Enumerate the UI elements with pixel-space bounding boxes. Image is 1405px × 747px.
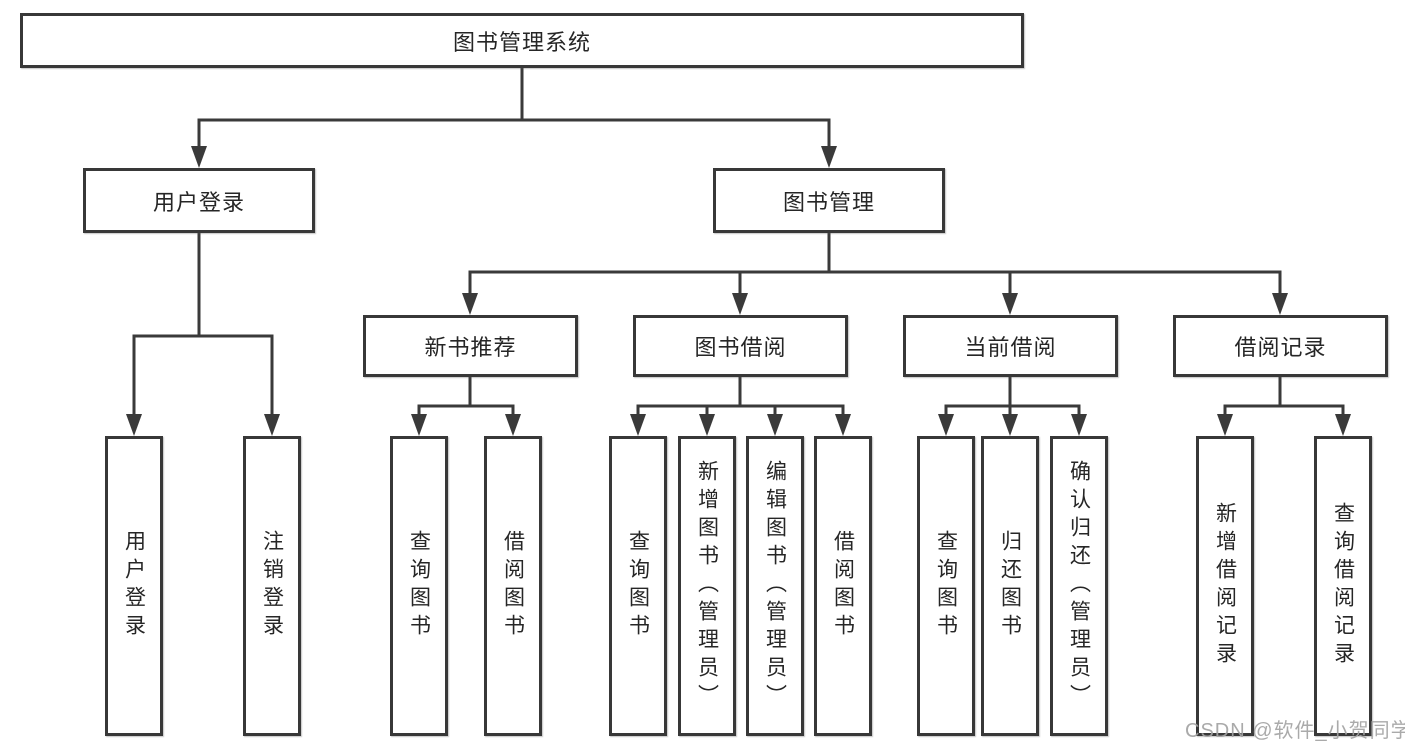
leaf-borrow-books-under-new-book: 借阅图书 bbox=[484, 436, 542, 736]
connector-book-mgmt-to-level3 bbox=[462, 233, 1288, 315]
node-current-borrowing: 当前借阅 bbox=[903, 315, 1118, 377]
node-label: 查询借阅记录 bbox=[1331, 502, 1355, 670]
node-book-management: 图书管理 bbox=[713, 168, 945, 233]
leaf-borrow-books-under-book-borrowing: 借阅图书 bbox=[814, 436, 872, 736]
node-label: 新增借阅记录 bbox=[1213, 502, 1237, 670]
node-label: 用户登录 bbox=[122, 530, 146, 642]
connector-book-borrow-to-leaves bbox=[630, 377, 851, 436]
leaf-query-books-under-book-borrowing: 查询图书 bbox=[609, 436, 667, 736]
node-label: 新增图书（管理员） bbox=[695, 460, 719, 712]
node-label: 借阅记录 bbox=[1234, 335, 1327, 360]
csdn-watermark: CSDN @软件_小贺同学 bbox=[1185, 720, 1405, 742]
node-new-book-recommend: 新书推荐 bbox=[363, 315, 578, 377]
node-label: 新书推荐 bbox=[424, 335, 517, 360]
leaf-query-borrow-record: 查询借阅记录 bbox=[1314, 436, 1372, 736]
node-label: 用户登录 bbox=[152, 189, 245, 215]
node-label: 确认归还（管理员） bbox=[1067, 460, 1091, 712]
node-label: 图书管理 bbox=[782, 189, 875, 215]
leaf-confirm-return-admin: 确认归还（管理员） bbox=[1050, 436, 1108, 736]
node-label: 归还图书 bbox=[998, 530, 1022, 642]
leaf-query-books-under-new-book: 查询图书 bbox=[390, 436, 448, 736]
node-borrowing-records: 借阅记录 bbox=[1173, 315, 1388, 377]
leaf-return-books: 归还图书 bbox=[981, 436, 1039, 736]
connector-borrow-record-to-leaves bbox=[1217, 377, 1351, 436]
connector-root-to-level2 bbox=[191, 68, 837, 168]
node-label: 借阅图书 bbox=[831, 530, 855, 642]
connector-user-login-to-leaves bbox=[126, 233, 280, 436]
connector-new-book-to-leaves bbox=[411, 377, 521, 436]
node-book-borrowing: 图书借阅 bbox=[633, 315, 848, 377]
node-label: 查询图书 bbox=[626, 530, 650, 642]
leaf-logout: 注销登录 bbox=[243, 436, 301, 736]
leaf-query-books-under-current-borrowing: 查询图书 bbox=[917, 436, 975, 736]
node-label: 查询图书 bbox=[934, 530, 958, 642]
node-library-management-system: 图书管理系统 bbox=[20, 13, 1024, 68]
node-label: 当前借阅 bbox=[964, 335, 1057, 360]
node-label: 注销登录 bbox=[260, 530, 284, 642]
node-label: 图书管理系统 bbox=[452, 29, 591, 55]
node-label: 图书借阅 bbox=[694, 335, 787, 360]
leaf-edit-books-admin: 编辑图书（管理员） bbox=[746, 436, 804, 736]
node-label: 编辑图书（管理员） bbox=[763, 460, 787, 712]
node-label: 查询图书 bbox=[407, 530, 431, 642]
connector-current-borrow-to-leaves bbox=[938, 377, 1087, 436]
leaf-add-books-admin: 新增图书（管理员） bbox=[678, 436, 736, 736]
node-label: 借阅图书 bbox=[501, 530, 525, 642]
leaf-user-login: 用户登录 bbox=[105, 436, 163, 736]
leaf-add-borrow-record: 新增借阅记录 bbox=[1196, 436, 1254, 736]
node-user-login: 用户登录 bbox=[83, 168, 315, 233]
